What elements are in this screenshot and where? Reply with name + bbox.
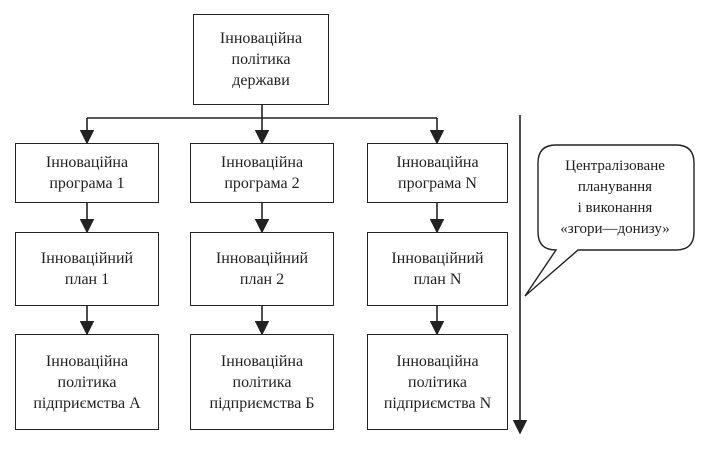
box-plan-2-label: Інноваційний план 2	[215, 250, 309, 288]
box-plan-n-label: Інноваційний план N	[391, 250, 484, 288]
box-enterprise-a: Інноваційна політика підприємства А	[15, 334, 159, 430]
box-program-n-label: Інноваційна програма N	[396, 154, 479, 192]
box-enterprise-n: Інноваційна політика підприємства N	[367, 334, 508, 430]
box-enterprise-n-label: Інноваційна політика підприємства N	[383, 352, 492, 412]
callout-label: Централізоване планування і виконання «з…	[560, 158, 670, 237]
callout-text: Централізоване планування і виконання «з…	[545, 150, 685, 246]
box-program-2-label: Інноваційна програма 2	[220, 154, 304, 192]
box-program-1-label: Інноваційна програма 1	[45, 154, 129, 192]
box-plan-1: Інноваційний план 1	[15, 232, 159, 306]
box-plan-2: Інноваційний план 2	[190, 232, 334, 306]
box-plan-1-label: Інноваційний план 1	[40, 250, 134, 288]
box-enterprise-b-label: Інноваційна політика підприємства Б	[209, 352, 315, 412]
box-enterprise-a-label: Інноваційна політика підприємства А	[33, 352, 141, 412]
box-program-2: Інноваційна програма 2	[190, 143, 334, 203]
box-plan-n: Інноваційний план N	[367, 232, 508, 306]
box-state-innovation-policy: Інноваційна політика держави	[193, 14, 329, 105]
box-enterprise-b: Інноваційна політика підприємства Б	[190, 334, 334, 430]
callout-bubble	[524, 144, 695, 297]
box-state-label: Інноваційна політика держави	[219, 30, 303, 89]
box-program-n: Інноваційна програма N	[367, 143, 508, 203]
box-program-1: Інноваційна програма 1	[15, 143, 159, 203]
